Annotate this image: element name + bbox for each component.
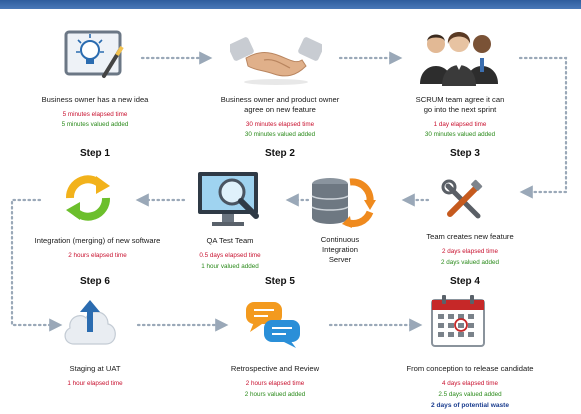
- refresh-arrows-icon: [66, 175, 110, 221]
- step-label-4: Step 4: [449, 276, 480, 287]
- node-create-title: Team creates new feature: [426, 232, 514, 241]
- node-idea-valued: 5 minutes valued added: [61, 121, 129, 128]
- node-qa-valued: 1 hour valued added: [201, 263, 259, 270]
- handshake-icon: [230, 37, 322, 85]
- node-retro-valued: 2 hours valued added: [244, 391, 306, 398]
- node-integration-title: Integration (merging) of new software: [34, 236, 161, 245]
- node-idea-title: Business owner has a new idea: [41, 95, 149, 104]
- node-integration-elapsed: 2 hours elapsed time: [68, 252, 127, 259]
- node-scrum-valued: 30 minutes valued added: [424, 131, 496, 138]
- calendar-icon: [431, 295, 485, 347]
- node-ci-title-line2: Integration: [322, 245, 358, 254]
- node-uat-elapsed: 1 hour elapsed time: [67, 380, 123, 387]
- step-label-2: Step 2: [264, 148, 295, 159]
- step-label-6: Step 6: [79, 276, 110, 287]
- node-agree-elapsed: 30 minutes elapsed time: [245, 121, 315, 128]
- idea-whiteboard-icon: [64, 30, 124, 78]
- node-ci-title-line1: Continuous: [320, 235, 360, 244]
- node-scrum-elapsed: 1 day elapsed time: [433, 121, 487, 128]
- step-label-3: Step 3: [449, 148, 480, 159]
- node-create-valued: 2 days valued added: [440, 259, 500, 266]
- node-qa-elapsed: 0.5 days elapsed time: [199, 252, 261, 259]
- node-qa-title: QA Test Team: [206, 236, 254, 245]
- node-retro-elapsed: 2 hours elapsed time: [245, 380, 305, 387]
- magnifier-monitor-icon: [198, 172, 259, 226]
- node-ci-title-line3: Server: [328, 255, 352, 264]
- header-bar: [0, 0, 581, 9]
- node-scrum-title-line2: go into the next sprint: [423, 105, 497, 114]
- connector-6-uat: [10, 198, 63, 332]
- team-icon: [420, 32, 498, 86]
- node-agree-title-line1: Business owner and product owner: [220, 95, 340, 104]
- node-release-waste: 2 days of potential waste: [430, 402, 510, 409]
- node-release-title: From conception to release candidate: [406, 364, 534, 373]
- node-idea-elapsed: 5 minutes elapsed time: [62, 111, 128, 118]
- step-label-5: Step 5: [264, 276, 295, 287]
- node-uat-title: Staging at UAT: [69, 364, 121, 373]
- node-retro-title: Retrospective and Review: [230, 364, 320, 373]
- node-scrum-title-line1: SCRUM team agree it can: [415, 95, 505, 104]
- node-release-elapsed: 4 days elapsed time: [441, 380, 498, 387]
- tools-icon: [441, 179, 483, 219]
- step-label-1: Step 1: [79, 148, 110, 159]
- node-agree-valued: 30 minutes valued added: [244, 131, 316, 138]
- server-sync-icon: [311, 178, 376, 228]
- cloud-upload-icon: [64, 300, 116, 345]
- node-agree-title-line2: agree on new feature: [244, 105, 316, 114]
- node-release-valued: 2.5 days valued added: [438, 391, 502, 398]
- node-create-elapsed: 2 days elapsed time: [441, 248, 498, 255]
- chat-bubbles-icon: [246, 302, 300, 348]
